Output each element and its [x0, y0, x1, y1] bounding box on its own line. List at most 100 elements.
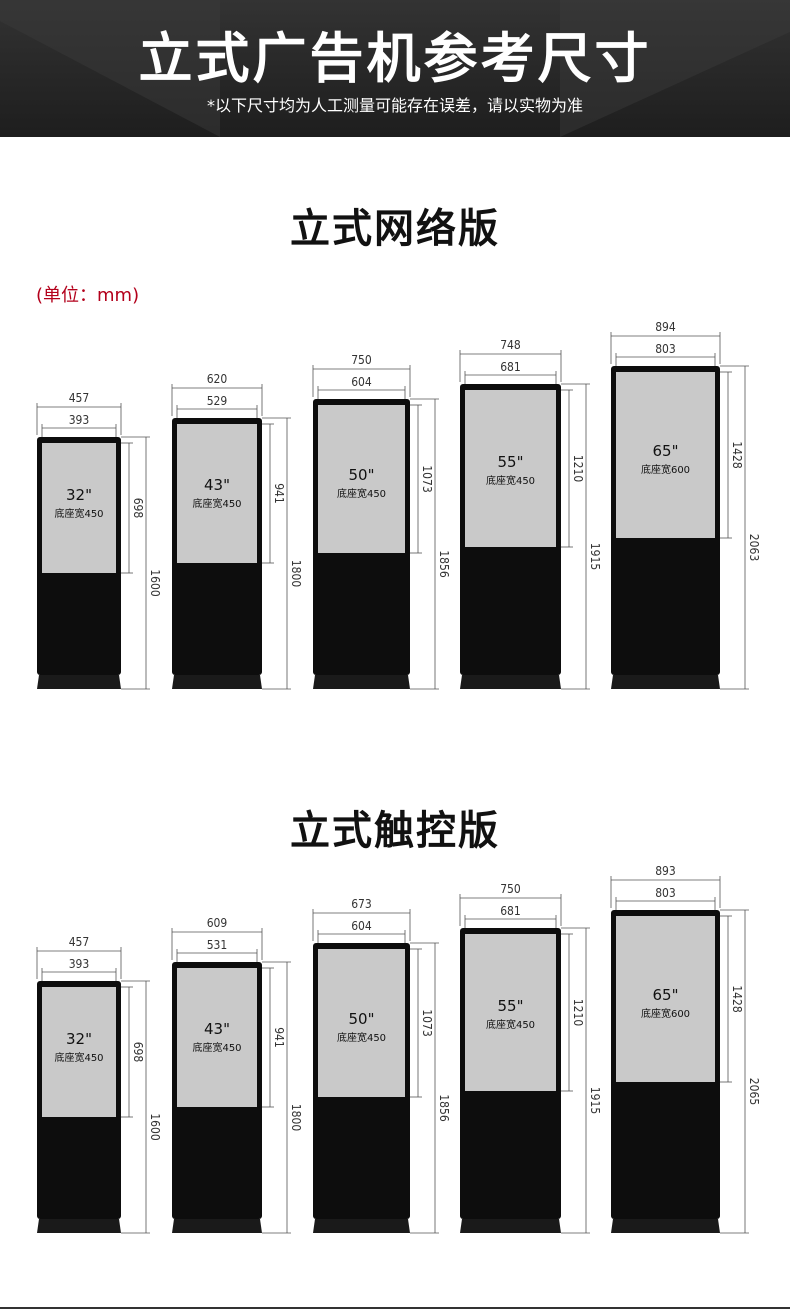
base-width-label: 底座宽450: [486, 474, 535, 487]
header-banner: 立式广告机参考尺寸 *以下尺寸均为人工测量可能存在误差，请以实物为准: [0, 0, 790, 137]
kiosk-5: 65" 底座宽600 893 803 1428 2065: [610, 864, 761, 1234]
screen-width-dim: 604: [351, 375, 372, 389]
screen-size-label: 43": [204, 1020, 230, 1038]
outer-width-dim: 609: [207, 916, 228, 930]
screen-width-dim: 803: [655, 886, 676, 900]
kiosk-base: [313, 675, 410, 689]
kiosk-base: [172, 1219, 262, 1233]
outer-width-dim: 457: [69, 935, 90, 949]
kiosk-screen: [42, 987, 116, 1117]
total-height-dim: 1915: [588, 1087, 602, 1114]
section-title-network: 立式网络版: [290, 206, 500, 252]
screen-width-dim: 529: [207, 394, 228, 408]
kiosk-5: 65" 底座宽600 894 803 1428 2063: [610, 320, 761, 690]
kiosk-2: 43" 底座宽450 620 529 941 1800: [171, 372, 303, 690]
outer-width-dim: 894: [655, 320, 676, 334]
outer-width-dim: 673: [351, 897, 372, 911]
screen-width-dim: 531: [207, 938, 228, 952]
total-height-dim: 1800: [289, 1104, 303, 1132]
screen-width-dim: 803: [655, 342, 676, 356]
screen-width-dim: 681: [500, 360, 521, 374]
kiosk-screen: [616, 916, 715, 1082]
kiosk-4: 55" 底座宽450 748 681 1210 1915: [459, 338, 602, 690]
screen-size-label: 55": [498, 453, 524, 471]
total-height-dim: 2063: [747, 534, 761, 561]
kiosk-3: 50" 底座宽450 673 604 1073 1856: [312, 897, 451, 1234]
total-height-dim: 1856: [437, 550, 451, 578]
screen-height-dim: 1428: [730, 985, 744, 1013]
kiosk-screen: [42, 443, 116, 573]
outer-width-dim: 893: [655, 864, 676, 878]
screen-height-dim: 1073: [420, 1009, 434, 1036]
base-width-label: 底座宽600: [641, 463, 690, 476]
total-height-dim: 1800: [289, 560, 303, 588]
outer-width-dim: 750: [500, 882, 521, 896]
kiosk-base: [460, 1219, 561, 1233]
screen-size-label: 43": [204, 476, 230, 494]
total-height-dim: 1856: [437, 1094, 451, 1122]
outer-width-dim: 748: [500, 338, 521, 352]
base-width-label: 底座宽450: [337, 487, 386, 500]
screen-width-dim: 604: [351, 919, 372, 933]
kiosk-base: [611, 1219, 720, 1233]
base-width-label: 底座宽450: [192, 1041, 241, 1054]
kiosk-1: 32" 底座宽450 457 393 698 1600: [36, 391, 162, 690]
kiosk-screen: [318, 405, 405, 553]
disclaimer-text: *以下尺寸均为人工测量可能存在误差，请以实物为准: [206, 96, 583, 115]
section-touch-diagram: 32" 底座宽450 457 393 698 1600 43" 底座宽450 609 531 941…: [36, 864, 761, 1234]
kiosk-base: [313, 1219, 410, 1233]
screen-height-dim: 941: [272, 483, 286, 504]
outer-width-dim: 457: [69, 391, 90, 405]
screen-height-dim: 698: [131, 1042, 145, 1063]
outer-width-dim: 750: [351, 353, 372, 367]
kiosk-screen: [465, 390, 556, 547]
screen-width-dim: 681: [500, 904, 521, 918]
kiosk-2: 43" 底座宽450 609 531 941 1800: [171, 916, 303, 1234]
screen-size-label: 32": [66, 486, 92, 504]
base-width-label: 底座宽450: [192, 497, 241, 510]
screen-height-dim: 1428: [730, 441, 744, 469]
screen-size-label: 55": [498, 997, 524, 1015]
kiosk-1: 32" 底座宽450 457 393 698 1600: [36, 935, 162, 1234]
kiosk-screen: [318, 949, 405, 1097]
base-width-label: 底座宽450: [54, 1051, 103, 1064]
unit-note: (单位：mm): [36, 285, 140, 306]
total-height-dim: 1600: [148, 1113, 162, 1141]
screen-size-label: 50": [349, 1010, 375, 1028]
kiosk-base: [37, 675, 121, 689]
total-height-dim: 1600: [148, 569, 162, 597]
base-width-label: 底座宽450: [54, 507, 103, 520]
screen-height-dim: 1210: [571, 999, 585, 1027]
screen-height-dim: 941: [272, 1027, 286, 1048]
base-width-label: 底座宽600: [641, 1007, 690, 1020]
kiosk-screen: [465, 934, 556, 1091]
section-title-touch: 立式触控版: [290, 808, 500, 854]
screen-size-label: 50": [349, 466, 375, 484]
screen-size-label: 65": [653, 442, 679, 460]
page-title: 立式广告机参考尺寸: [138, 27, 652, 90]
bottom-divider: [0, 1307, 790, 1309]
total-height-dim: 2065: [747, 1078, 761, 1105]
kiosk-base: [37, 1219, 121, 1233]
screen-width-dim: 393: [69, 413, 90, 427]
kiosk-screen: [177, 968, 257, 1107]
screen-height-dim: 698: [131, 498, 145, 519]
screen-height-dim: 1210: [571, 455, 585, 483]
screen-height-dim: 1073: [420, 465, 434, 492]
screen-size-label: 65": [653, 986, 679, 1004]
screen-width-dim: 393: [69, 957, 90, 971]
kiosk-screen: [177, 424, 257, 563]
kiosk-base: [611, 675, 720, 689]
base-width-label: 底座宽450: [486, 1018, 535, 1031]
base-width-label: 底座宽450: [337, 1031, 386, 1044]
total-height-dim: 1915: [588, 543, 602, 570]
kiosk-screen: [616, 372, 715, 538]
screen-size-label: 32": [66, 1030, 92, 1048]
kiosk-base: [172, 675, 262, 689]
kiosk-4: 55" 底座宽450 750 681 1210 1915: [459, 882, 602, 1234]
section-network-diagram: 32" 底座宽450 457 393 698 1600 43" 底座宽450 620 529 941…: [36, 320, 761, 690]
outer-width-dim: 620: [207, 372, 228, 386]
kiosk-base: [460, 675, 561, 689]
kiosk-3: 50" 底座宽450 750 604 1073 1856: [312, 353, 451, 690]
